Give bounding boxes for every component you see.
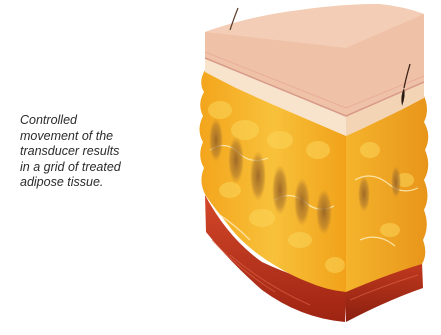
treated-zone: [272, 165, 288, 215]
treated-zone: [391, 166, 401, 198]
treated-zone: [209, 118, 223, 162]
treated-zone: [358, 176, 370, 212]
treated-zone: [228, 136, 244, 184]
treated-zone: [250, 151, 266, 201]
treated-zone: [316, 189, 332, 235]
treated-zone: [294, 178, 310, 226]
